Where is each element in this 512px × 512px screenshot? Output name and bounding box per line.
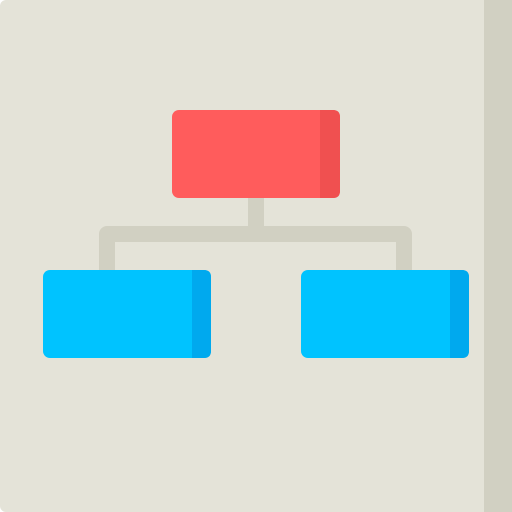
child-node-right (301, 270, 469, 358)
background-edge (484, 0, 512, 512)
child-node-right-body (301, 270, 469, 358)
child-node-left (43, 270, 211, 358)
root-node-shade (320, 110, 340, 198)
connector-bar (99, 226, 412, 280)
connector-lines (99, 190, 412, 280)
child-node-left-shade (192, 270, 211, 358)
child-node-right-shade (450, 270, 469, 358)
root-node (172, 110, 340, 198)
child-node-left-body (43, 270, 211, 358)
root-node-body (172, 110, 340, 198)
